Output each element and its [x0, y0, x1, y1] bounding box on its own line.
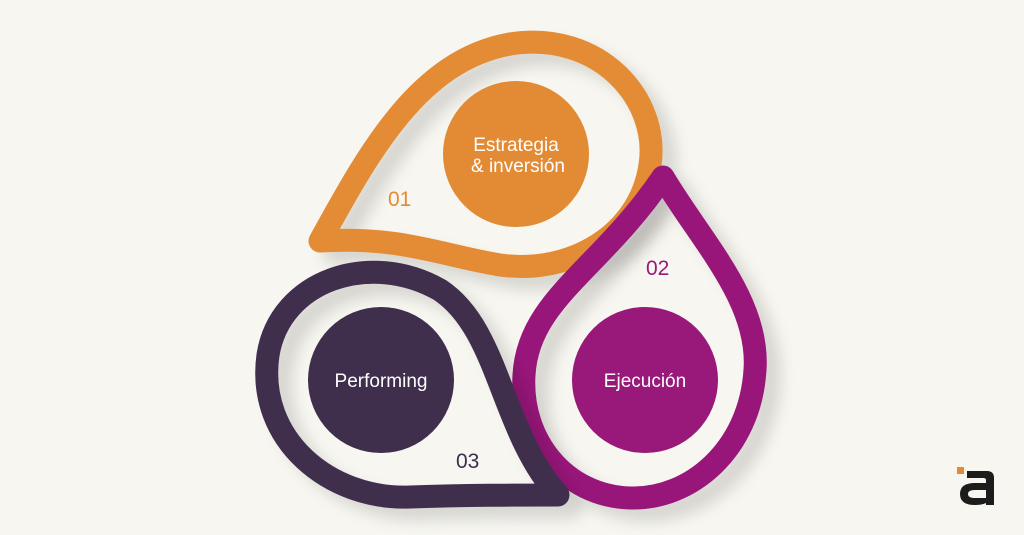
step-01-number: 01 [388, 188, 411, 211]
step-03-group: Performing 03 [255, 260, 570, 509]
step-03-label: Performing [335, 371, 428, 392]
step-01-drop-outline [308, 30, 663, 278]
step-03-circle [308, 307, 454, 453]
step-01-group: Estrategia & inversión 01 [308, 30, 663, 278]
logo-accent-square [957, 467, 964, 474]
step-02-circle [572, 307, 718, 453]
step-01-circle [443, 81, 589, 227]
step-01-label-line2: & inversión [471, 156, 565, 177]
step-02-label: Ejecución [604, 371, 686, 392]
step-01-label-line1: Estrategia [473, 135, 559, 156]
step-02-drop-outline [512, 165, 767, 510]
step-03-drop-outline [255, 260, 570, 509]
a-logo-icon [957, 467, 994, 505]
step-02-number: 02 [646, 257, 669, 280]
logo-letter-shape [960, 471, 994, 505]
step-02-group: Ejecución 02 [512, 165, 767, 510]
step-03-number: 03 [456, 450, 479, 473]
